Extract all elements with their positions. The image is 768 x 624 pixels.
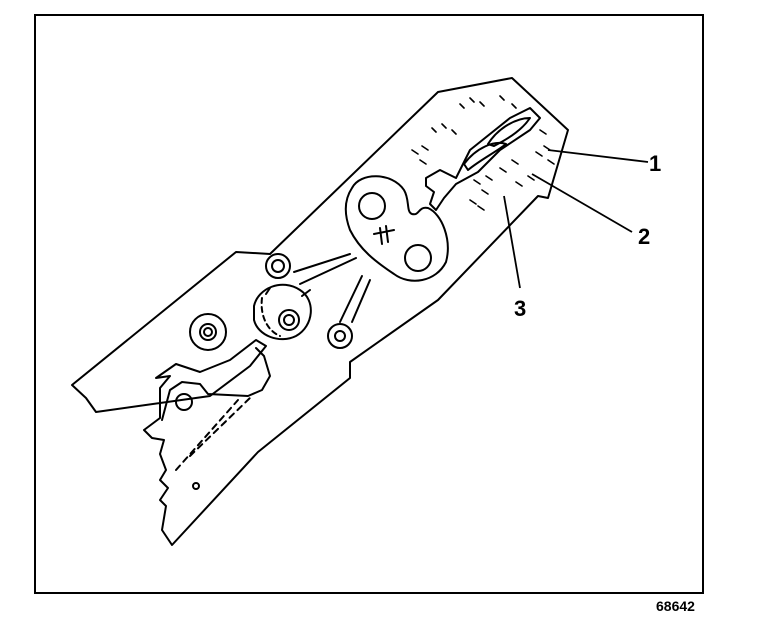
lever-dashed-edge — [175, 399, 239, 471]
latch-spring — [463, 117, 531, 171]
hidden-edge-marks — [411, 95, 555, 211]
latch-slot — [425, 107, 541, 211]
lever-dashed-edge-2 — [189, 395, 253, 457]
link-lower — [339, 275, 371, 323]
lever-small-hole — [192, 482, 200, 490]
leader-2 — [531, 173, 633, 233]
fastener-right — [327, 323, 353, 349]
leader-lines — [503, 149, 649, 289]
callout-3: 3 — [514, 296, 527, 321]
fastener-top — [265, 253, 291, 279]
hub-dashed — [260, 297, 281, 337]
cam-mark — [373, 225, 395, 245]
leader-1 — [547, 149, 649, 163]
leader-3 — [503, 195, 521, 289]
cam-hole-upper — [358, 192, 386, 220]
callout-2: 2 — [638, 224, 651, 249]
lever-pivot-hole — [175, 393, 193, 411]
figure-frame — [34, 14, 704, 594]
callout-1: 1 — [649, 151, 662, 176]
center-hub — [253, 283, 312, 341]
main-bracket — [71, 77, 569, 546]
link-upper — [293, 253, 357, 285]
figure-number: 68642 — [656, 598, 695, 614]
fastener-left — [189, 313, 227, 351]
cam-plate — [344, 175, 449, 282]
cam-hole-lower — [404, 244, 432, 272]
lower-lever — [161, 347, 271, 421]
